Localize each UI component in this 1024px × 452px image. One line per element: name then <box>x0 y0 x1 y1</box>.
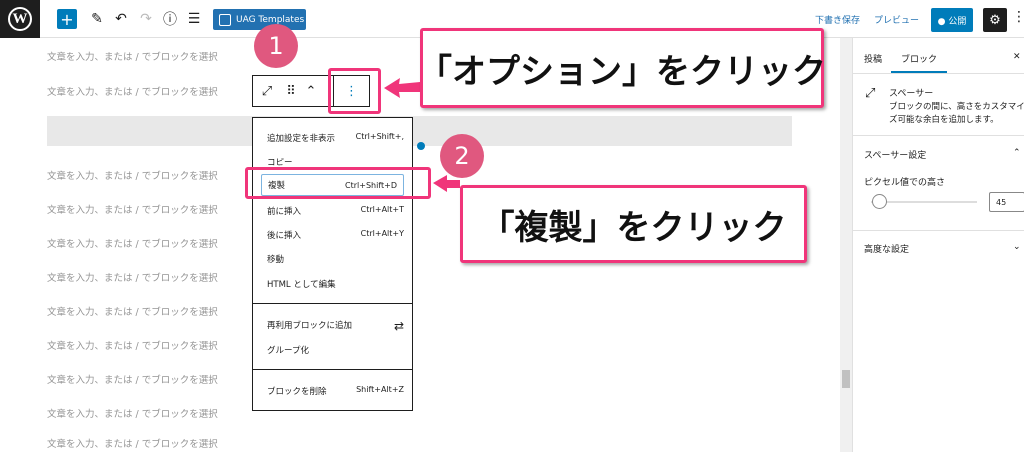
more-options-icon[interactable]: ⋮ <box>1012 9 1024 25</box>
active-tab-indicator <box>891 71 947 73</box>
menu-divider <box>253 369 412 370</box>
editor-scrollbar[interactable] <box>840 38 852 452</box>
callout-options: 「オプション」をクリック <box>418 28 826 108</box>
redo-icon[interactable]: ↷ <box>140 11 152 27</box>
paragraph-placeholder[interactable]: 文章を入力、または / でブロックを選択 <box>47 307 218 318</box>
settings-sidebar: 投稿 ブロック ✕ ⤢ スペーサー ブロックの間に、高さをカスタマイ ズ可能な余… <box>852 38 1024 452</box>
paragraph-placeholder[interactable]: 文章を入力、または / でブロックを選択 <box>47 273 218 284</box>
transform-icon[interactable]: ⤢ <box>261 83 273 99</box>
wordpress-icon: W <box>8 7 32 31</box>
spacer-block[interactable] <box>47 116 792 146</box>
menu-divider <box>253 303 412 304</box>
spacer-resize-handle[interactable] <box>417 142 425 150</box>
paragraph-placeholder[interactable]: 文章を入力、または / でブロックを選択 <box>47 205 218 216</box>
paragraph-placeholder[interactable]: 文章を入力、または / でブロックを選択 <box>47 239 218 250</box>
chevron-down-icon[interactable]: ⌄ <box>1013 242 1021 252</box>
menu-item-add-reusable[interactable]: 再利用ブロックに追加⇄ <box>267 319 404 333</box>
step-badge-1: 1 <box>254 24 298 68</box>
menu-item-move[interactable]: 移動 <box>267 255 285 265</box>
height-input[interactable]: 45 <box>989 192 1024 212</box>
uag-label: UAG Templates <box>236 14 305 25</box>
close-sidebar-icon[interactable]: ✕ <box>1013 52 1021 62</box>
uag-icon <box>219 13 231 26</box>
move-up-down-icon[interactable]: ⌃ <box>305 83 317 99</box>
highlight-duplicate-item <box>245 167 431 199</box>
spacer-block-icon: ⤢ <box>865 86 876 101</box>
save-draft-link[interactable]: 下書き保存 <box>815 16 861 26</box>
arrow-to-options <box>384 78 420 98</box>
callout-duplicate: 「複製」をクリック <box>460 185 807 263</box>
step-badge-2: 2 <box>440 134 484 178</box>
arrow-to-duplicate <box>433 175 460 192</box>
block-toolbar: ⤢ ⠿ ⌃ ⋮ <box>252 75 370 107</box>
block-description: ブロックの間に、高さをカスタマイ <box>889 102 1024 112</box>
list-view-icon[interactable]: ☰ <box>187 11 201 27</box>
paragraph-placeholder[interactable]: 文章を入力、または / でブロックを選択 <box>47 171 218 182</box>
scrollbar-thumb[interactable] <box>842 370 850 388</box>
menu-item-group[interactable]: グループ化 <box>267 346 309 356</box>
block-description: ズ可能な余白を追加します。 <box>889 115 999 125</box>
paragraph-placeholder[interactable]: 文章を入力、または / でブロックを選択 <box>47 341 218 352</box>
paragraph-placeholder[interactable]: 文章を入力、または / でブロックを選択 <box>47 87 218 98</box>
advanced-settings-panel-toggle[interactable]: 高度な設定 <box>864 245 910 255</box>
settings-gear-button[interactable]: ⚙ <box>983 8 1007 32</box>
paragraph-placeholder[interactable]: 文章を入力、または / でブロックを選択 <box>47 375 218 386</box>
paragraph-placeholder[interactable]: 文章を入力、または / でブロックを選択 <box>47 52 218 63</box>
height-label: ピクセル値での高さ <box>864 178 946 188</box>
wordpress-logo-button[interactable]: W <box>0 0 40 38</box>
height-slider-thumb[interactable] <box>872 194 887 209</box>
reusable-icon: ⇄ <box>393 319 404 333</box>
add-block-button[interactable]: + <box>57 9 77 29</box>
paragraph-placeholder[interactable]: 文章を入力、または / でブロックを選択 <box>47 439 218 450</box>
undo-icon[interactable]: ↶ <box>115 11 127 27</box>
info-icon[interactable]: ⓘ <box>163 12 177 28</box>
block-name: スペーサー <box>889 89 934 99</box>
highlight-options-button <box>328 68 381 114</box>
menu-item-edit-html[interactable]: HTML として編集 <box>267 280 336 290</box>
paragraph-placeholder[interactable]: 文章を入力、または / でブロックを選択 <box>47 409 218 420</box>
publish-button[interactable]: ● 公開 <box>931 8 973 32</box>
block-options-button[interactable]: ⋮ <box>333 76 369 106</box>
edit-tool-icon[interactable]: ✎ <box>91 11 103 27</box>
preview-link[interactable]: プレビュー <box>874 16 920 26</box>
menu-item-copy[interactable]: コピー <box>267 158 293 168</box>
chevron-up-icon[interactable]: ⌃ <box>1013 148 1021 158</box>
spacer-settings-panel-toggle[interactable]: スペーサー設定 <box>864 151 927 161</box>
tab-block[interactable]: ブロック <box>901 55 938 65</box>
tab-post[interactable]: 投稿 <box>864 55 883 65</box>
height-slider-track[interactable] <box>871 201 977 203</box>
drag-handle-icon[interactable]: ⠿ <box>286 83 296 99</box>
